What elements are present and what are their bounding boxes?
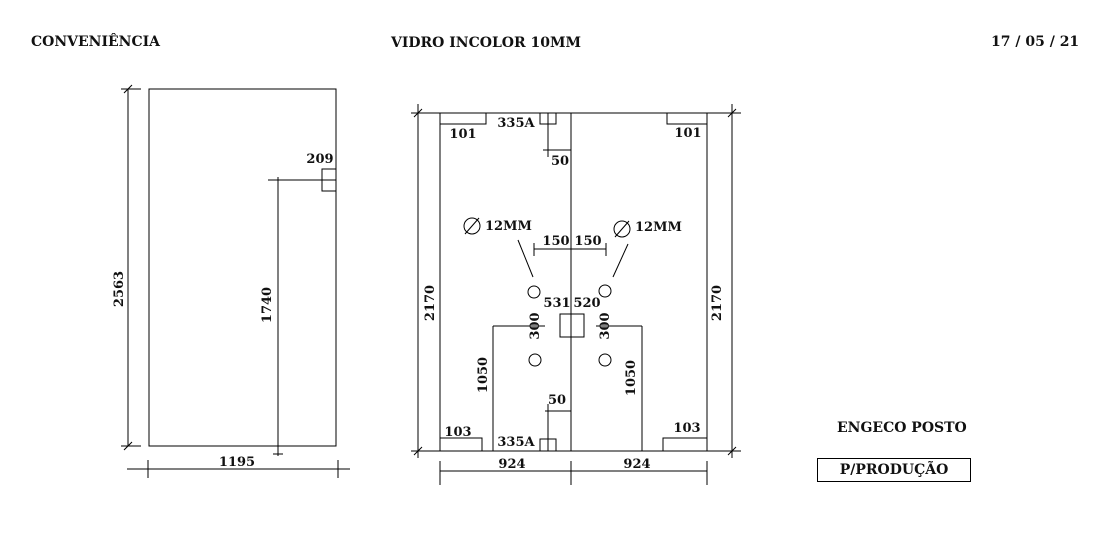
- top-left-patch: [440, 113, 487, 125]
- hole-spacing-left-label: 150: [542, 234, 569, 249]
- top-fitting-offset-label: 50: [551, 154, 569, 169]
- center-lock: [559, 313, 585, 338]
- top-right-patch-label: 101: [674, 126, 701, 141]
- client-name: ENGECO POSTO: [837, 420, 967, 436]
- bottom-right-patch: [662, 437, 707, 451]
- hole-spacing-right-label: 150: [574, 234, 601, 249]
- handle-left-spacing-label: 300: [528, 312, 543, 339]
- hole-upper-right: [598, 284, 612, 298]
- left-height-label: 2563: [112, 271, 127, 307]
- hole-right-leader: [612, 243, 629, 278]
- door-outline: [439, 112, 708, 452]
- door-width-left-label: 924: [498, 457, 525, 472]
- hole-lower-right: [598, 353, 612, 367]
- hole-lower-left: [528, 353, 542, 367]
- door-glass-panel: 2170 2170 924 924 101 101 103 103 335A 5…: [411, 104, 741, 485]
- handle-right-spacing-label: 300: [598, 312, 613, 339]
- left-panel-outline: [148, 88, 337, 447]
- drawing-category: CONVENIÊNCIA: [31, 34, 161, 50]
- lock-left-label: 531: [543, 296, 570, 311]
- left-width-label: 1195: [219, 455, 255, 470]
- hole-left-leader: [517, 239, 534, 278]
- door-height-right-label: 2170: [710, 285, 725, 321]
- bottom-right-patch-label: 103: [673, 421, 700, 436]
- production-status-badge: P/PRODUÇÃO: [817, 458, 971, 482]
- door-height-left-label: 2170: [423, 285, 438, 321]
- notch-height-label: 1740: [260, 287, 275, 323]
- notch-width-label: 209: [306, 152, 333, 167]
- left-glass-panel: 2563 1195 209 1740: [112, 84, 350, 478]
- hole-upper-left: [527, 285, 541, 299]
- handle-left-height-label: 1050: [476, 357, 491, 393]
- bottom-fitting-offset-label: 50: [548, 393, 566, 408]
- hole-left-label: 12MM: [485, 219, 532, 234]
- lock-right-label: 520: [573, 296, 600, 311]
- top-right-patch: [666, 113, 707, 125]
- door-width-right-label: 924: [623, 457, 650, 472]
- drawing-date: 17 / 05 / 21: [991, 34, 1080, 50]
- bottom-fitting-label: 335A: [497, 435, 535, 450]
- glass-spec-title: VIDRO INCOLOR 10MM: [391, 35, 581, 51]
- bottom-left-patch-label: 103: [444, 425, 471, 440]
- diameter-right-icon: [613, 220, 631, 238]
- bottom-left-patch: [440, 437, 483, 451]
- handle-right-height-label: 1050: [624, 360, 639, 396]
- top-left-patch-label: 101: [449, 127, 476, 142]
- diameter-left-icon: [463, 217, 481, 235]
- hole-right-label: 12MM: [635, 220, 682, 235]
- top-fitting-label: 335A: [497, 116, 535, 131]
